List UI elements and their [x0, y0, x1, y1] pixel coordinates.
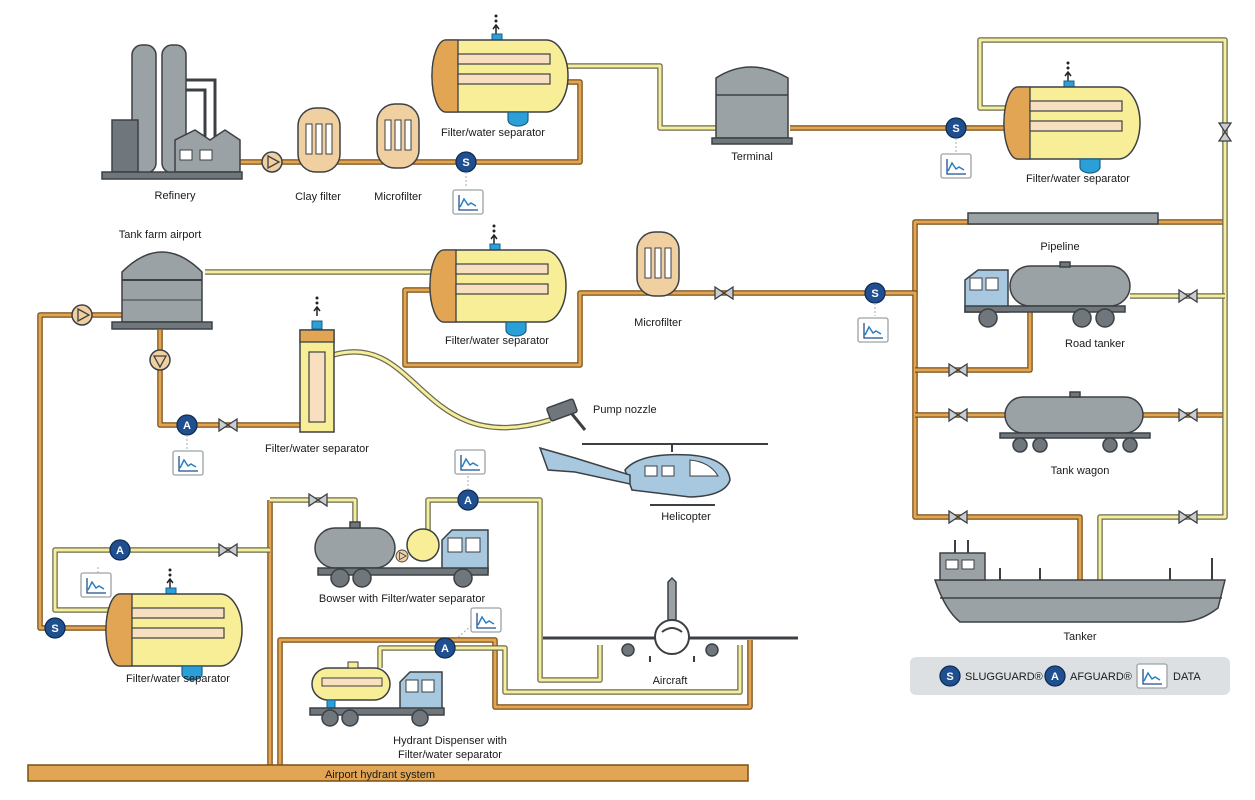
label-terminal: Terminal — [731, 151, 773, 163]
terminal — [711, 66, 793, 145]
refinery — [101, 44, 243, 180]
data-chart-icon — [452, 189, 484, 215]
label-fws-right: Filter/water separator — [1026, 173, 1130, 185]
tanker-ship — [933, 540, 1226, 623]
valve-icon — [218, 543, 238, 557]
label-refinery: Refinery — [155, 190, 196, 202]
s-sensor-icon: S — [939, 665, 961, 687]
hydrant-dispenser — [309, 661, 445, 727]
pump-nozzle — [546, 398, 587, 431]
svg-text:S: S — [51, 623, 58, 635]
s-sensor-icon: S — [455, 151, 477, 173]
label-microfilter-top: Microfilter — [374, 191, 422, 203]
label-clay-filter: Clay filter — [295, 191, 341, 203]
microfilter-top — [376, 103, 420, 169]
data-chart-icon — [454, 449, 486, 475]
pipeline — [967, 212, 1159, 225]
svg-text:A: A — [464, 495, 472, 507]
label-bowser: Bowser with Filter/water separator — [319, 593, 486, 605]
data-chart-icon — [857, 317, 889, 343]
legend-slugguard: SLUGGUARD® — [965, 671, 1043, 683]
pump-icon — [261, 151, 283, 173]
clay-filter — [297, 107, 341, 173]
label-tank-farm: Tank farm airport — [119, 229, 202, 241]
valve-icon — [308, 493, 328, 507]
legend-data: DATA — [1173, 671, 1201, 683]
label-microfilter-mid: Microfilter — [634, 317, 682, 329]
a-sensor-icon: A — [176, 414, 198, 436]
filter-water-separator-bottom-left — [106, 569, 242, 681]
legend: S SLUGGUARD® A AFGUARD® DATA — [910, 657, 1230, 695]
a-sensor-icon: A — [1044, 665, 1066, 687]
svg-text:S: S — [871, 288, 878, 300]
filter-water-separator-right — [1004, 62, 1140, 174]
data-chart-icon — [940, 153, 972, 179]
valve-icon — [714, 286, 734, 300]
data-chart-icon — [172, 450, 204, 476]
label-pump-nozzle: Pump nozzle — [593, 404, 657, 416]
legend-afguard: AFGUARD® — [1070, 671, 1132, 683]
airport-hydrant-pipe — [27, 764, 749, 782]
valve-icon — [948, 363, 968, 377]
svg-text:A: A — [116, 545, 124, 557]
label-hydrant-dispenser-2: Filter/water separator — [398, 749, 502, 761]
valve-icon — [1178, 510, 1198, 524]
label-helicopter: Helicopter — [661, 511, 711, 523]
label-fws-top: Filter/water separator — [441, 127, 545, 139]
data-chart-icon — [1136, 663, 1168, 689]
a-sensor-icon: A — [434, 637, 456, 659]
svg-text:S: S — [946, 671, 953, 683]
s-sensor-icon: S — [945, 117, 967, 139]
valve-icon — [948, 408, 968, 422]
valve-icon — [1178, 289, 1198, 303]
a-sensor-icon: A — [457, 489, 479, 511]
data-chart-icon — [80, 572, 112, 598]
label-tank-wagon: Tank wagon — [1051, 465, 1110, 477]
label-hydrant-dispenser-1: Hydrant Dispenser with — [393, 735, 507, 747]
filter-water-separator-vertical — [299, 295, 335, 433]
label-fws-bottom-left: Filter/water separator — [126, 673, 230, 685]
filter-water-separator-top — [432, 15, 568, 127]
product-pipes — [52, 37, 1228, 695]
valve-icon — [1218, 122, 1232, 142]
a-sensor-icon: A — [109, 539, 131, 561]
svg-text:A: A — [441, 643, 449, 655]
label-road-tanker: Road tanker — [1065, 338, 1125, 350]
pump-icon — [149, 349, 171, 371]
svg-text:S: S — [462, 157, 469, 169]
svg-text:A: A — [183, 420, 191, 432]
road-tanker — [964, 261, 1131, 328]
microfilter-mid — [636, 231, 680, 297]
helicopter — [538, 443, 768, 506]
label-tanker: Tanker — [1063, 631, 1096, 643]
bowser — [314, 521, 489, 588]
svg-text:S: S — [952, 123, 959, 135]
s-sensor-icon: S — [864, 282, 886, 304]
tank-wagon — [999, 391, 1151, 453]
valve-icon — [948, 510, 968, 524]
filter-water-separator-mid — [430, 225, 566, 337]
label-aircraft: Aircraft — [653, 675, 688, 687]
aircraft — [543, 576, 798, 662]
tank-farm-airport — [111, 251, 213, 330]
label-pipeline: Pipeline — [1040, 241, 1079, 253]
svg-text:A: A — [1051, 671, 1059, 683]
valve-icon — [1178, 408, 1198, 422]
label-airport-hydrant: Airport hydrant system — [325, 769, 435, 781]
data-chart-icon — [470, 607, 502, 633]
s-sensor-icon: S — [44, 617, 66, 639]
pump-icon — [71, 304, 93, 326]
label-fws-vertical: Filter/water separator — [265, 443, 369, 455]
label-fws-mid: Filter/water separator — [445, 335, 549, 347]
valve-icon — [218, 418, 238, 432]
